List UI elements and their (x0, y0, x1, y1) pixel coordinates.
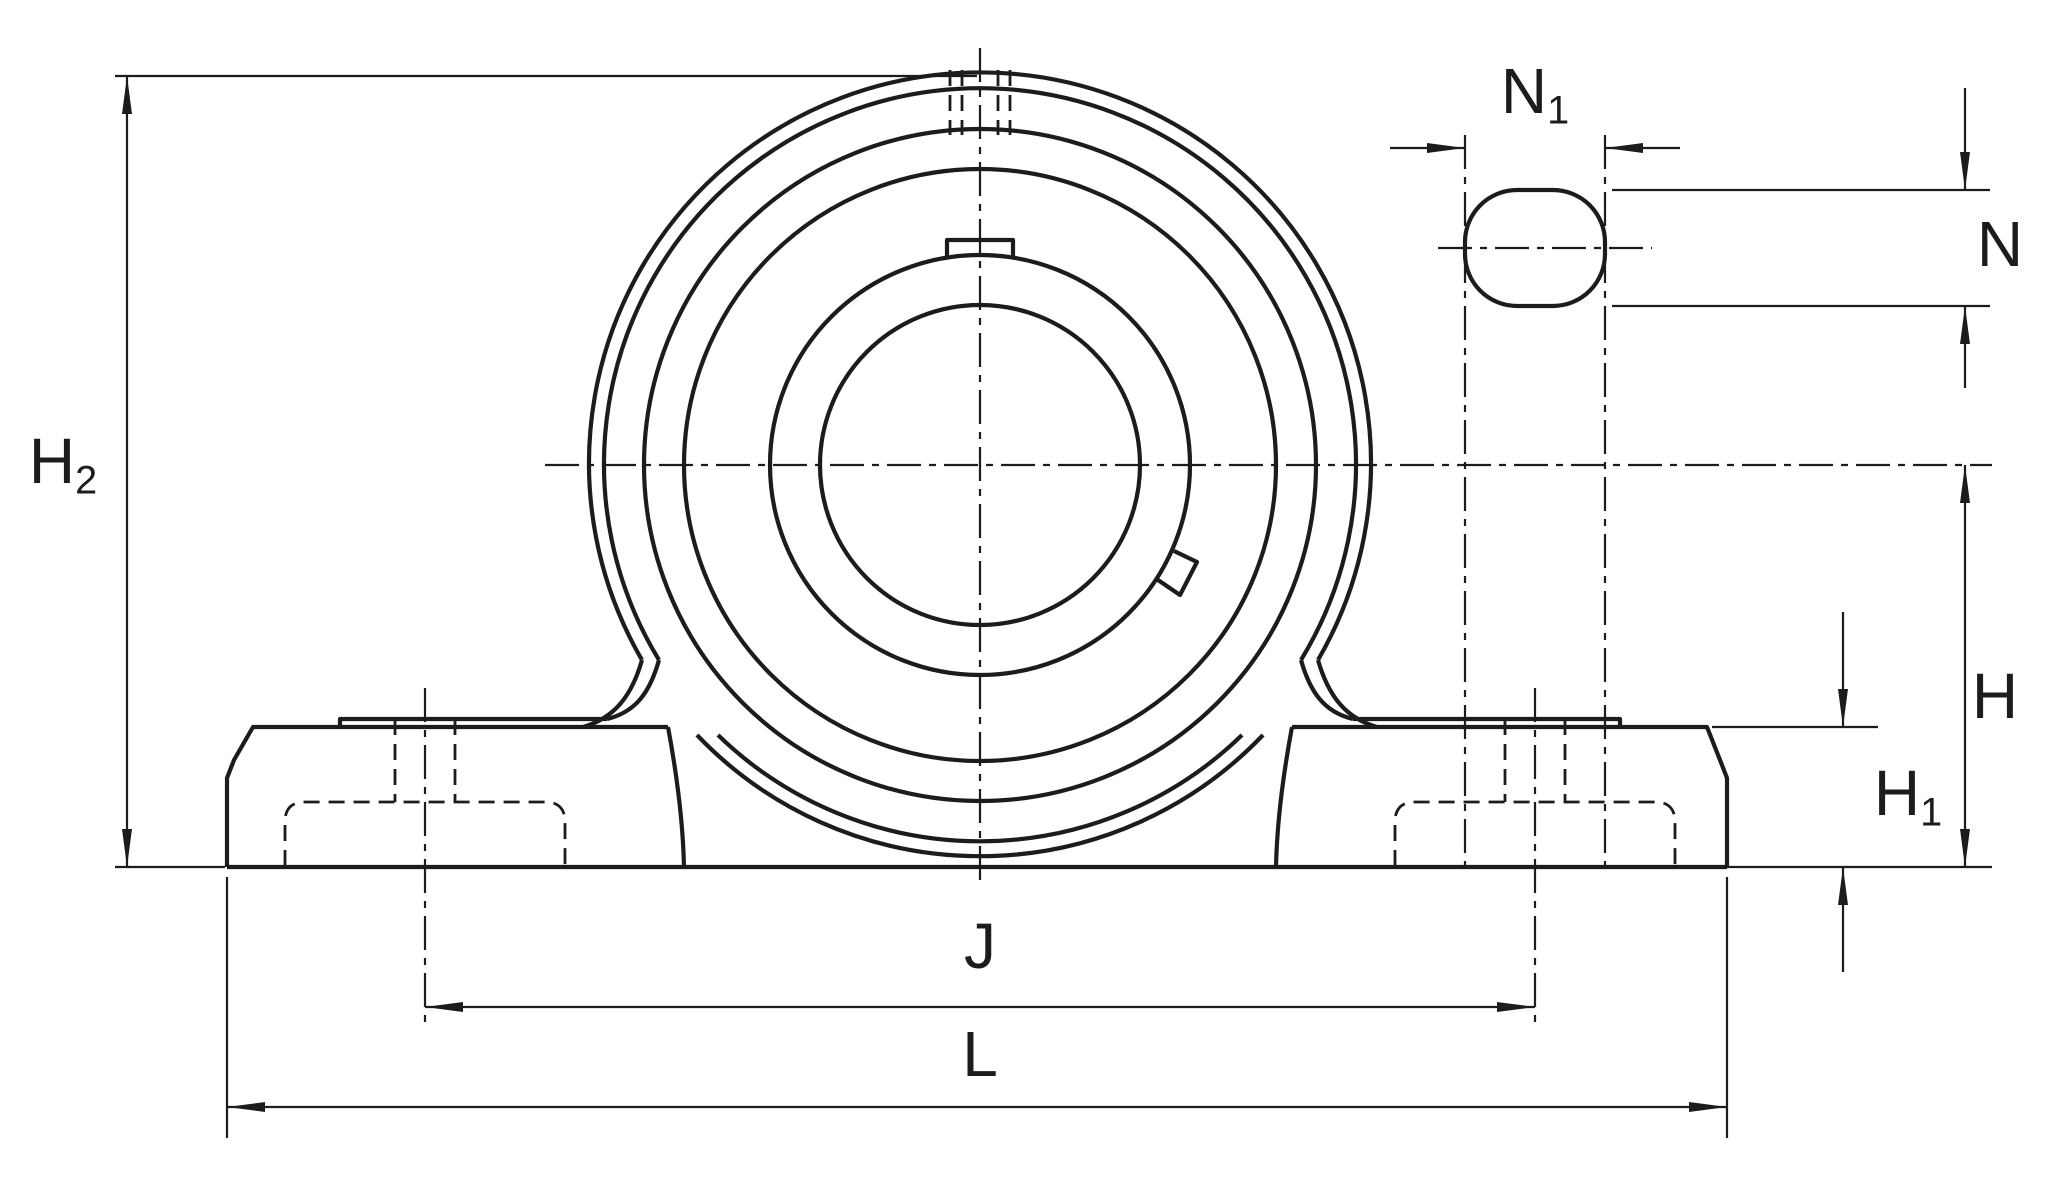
bearing-housing-outline (582, 70, 1378, 859)
dimension-letter: J (964, 910, 996, 982)
right-flare-outer (1315, 659, 1378, 730)
housing-dome-outer-arc (586, 70, 1374, 662)
outer-ring-circle (641, 126, 1319, 804)
dimension-N (1612, 88, 1990, 388)
right-flare-inner (1298, 659, 1354, 722)
housing-bottom-inner-arc (716, 733, 1244, 844)
bolt-slot-detail (1462, 187, 1608, 309)
base-outline (224, 716, 1730, 870)
right-foot-outline (1292, 724, 1730, 867)
dimension-letter: N (1500, 55, 1548, 127)
dimension-letter: H (1971, 660, 2019, 732)
dimension-label-n: N (1977, 212, 2023, 284)
left-arch-edge (665, 726, 687, 868)
dimension-subscript: 2 (75, 458, 98, 503)
left-foot-pad-step (337, 716, 607, 727)
dimension-label-h2: H2 (29, 429, 97, 501)
housing-bottom-outer-arc (695, 733, 1265, 859)
bolt-slot-outline (1462, 187, 1608, 309)
right-base-recess-hidden-outline (1393, 800, 1677, 866)
left-flare-inner (606, 659, 662, 722)
dimension-letter: H (1873, 757, 1921, 829)
left-flare-outer (582, 659, 645, 730)
hidden-lines (283, 70, 1677, 866)
dimension-letter: H (28, 425, 76, 497)
dimension-H2 (115, 74, 977, 869)
left-base-recess-hidden-outline (283, 800, 567, 866)
dimension-label-l: L (962, 1022, 998, 1094)
dimension-label-j: J (964, 914, 996, 986)
centerlines (423, 48, 1992, 1030)
outer-ring-inner-circle (681, 166, 1279, 764)
dimension-label-h1: H1 (1874, 761, 1942, 833)
inner-ring-circle (767, 252, 1193, 678)
dimension-letter: L (962, 1018, 998, 1090)
housing-dome-inner-arc (601, 86, 1359, 662)
right-arch-edge (1273, 726, 1295, 868)
dimension-label-n1: N1 (1501, 59, 1569, 131)
dimension-subscript: 1 (1547, 88, 1570, 133)
dimension-H1 (1712, 612, 1878, 972)
dimension-L (225, 877, 1729, 1138)
shaft-bore-circle (817, 302, 1143, 628)
right-foot-pad-step (1353, 716, 1623, 727)
dimension-H (1727, 465, 1992, 869)
dimension-letter: N (1976, 208, 2024, 280)
set-screw-boss (944, 237, 1016, 259)
left-foot-outline (224, 724, 668, 867)
dimension-label-h: H (1972, 664, 2018, 736)
locking-collar-notch (1156, 549, 1200, 598)
dimension-subscript: 1 (1920, 790, 1943, 835)
